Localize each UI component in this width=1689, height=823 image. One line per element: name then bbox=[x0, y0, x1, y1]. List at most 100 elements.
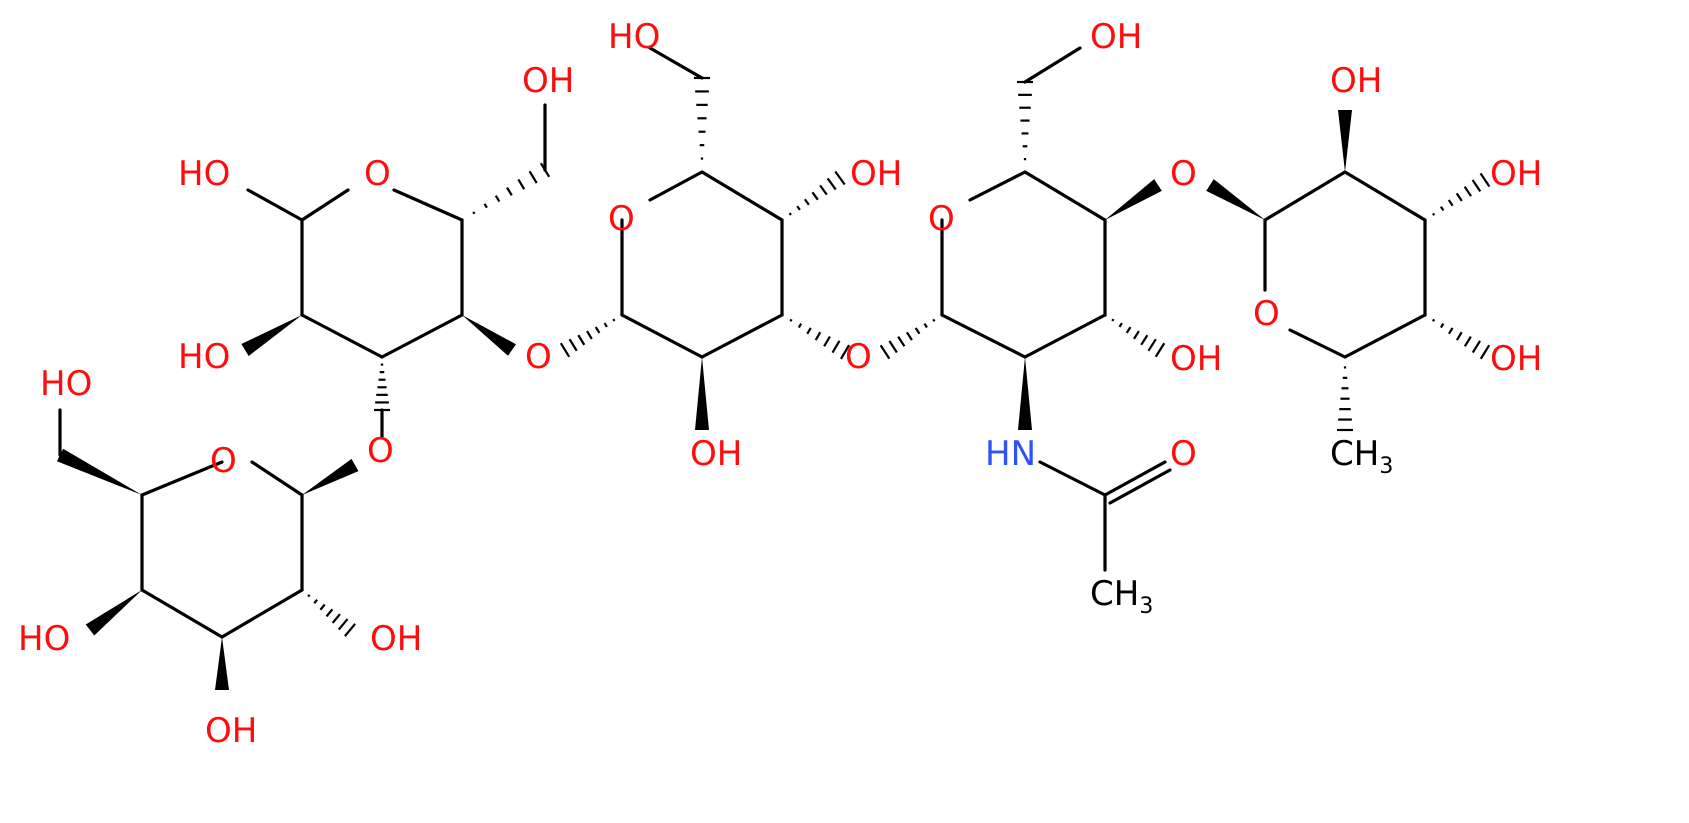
ring-oxygen-label: O bbox=[210, 441, 237, 481]
hash-bond bbox=[494, 195, 501, 203]
single-bond bbox=[300, 313, 384, 359]
hash-bond bbox=[840, 344, 850, 360]
hash-bond bbox=[789, 318, 793, 322]
carbonyl-oxygen-label: O bbox=[1170, 434, 1197, 474]
hash-bond bbox=[814, 331, 822, 341]
single-bond bbox=[1263, 170, 1347, 222]
hash-bond bbox=[819, 184, 828, 196]
hash-bond bbox=[788, 212, 792, 216]
single-bond bbox=[1038, 460, 1107, 497]
hash-bond bbox=[1125, 326, 1132, 334]
hash-bond bbox=[472, 211, 476, 215]
single-bond bbox=[648, 170, 704, 202]
single-bond bbox=[220, 588, 304, 639]
hash-bond bbox=[831, 340, 841, 354]
hydroxyl-label: HO bbox=[178, 154, 230, 194]
hash-bond bbox=[1118, 322, 1123, 328]
wedge-bond bbox=[56, 448, 143, 495]
wedge-bond bbox=[462, 315, 517, 356]
single-bond bbox=[620, 313, 704, 359]
single-bond bbox=[300, 188, 350, 222]
hydroxyl-label: OH bbox=[1330, 61, 1382, 101]
bridge-oxygen-label: O bbox=[525, 337, 552, 377]
ring-oxygen-label: O bbox=[364, 154, 391, 194]
methyl-label: CH3 bbox=[1330, 434, 1393, 479]
single-bond bbox=[1023, 170, 1107, 222]
hash-bond bbox=[914, 327, 921, 335]
hash-bond bbox=[823, 335, 831, 347]
hydroxyl-label: OH bbox=[1170, 339, 1222, 379]
hash-bond bbox=[307, 594, 311, 598]
wedge-bond bbox=[302, 458, 359, 495]
hash-bond bbox=[797, 323, 803, 329]
hash-bond bbox=[1479, 344, 1491, 360]
ring-oxygen-label: O bbox=[1253, 294, 1280, 334]
single-bond bbox=[1108, 468, 1172, 505]
single-bond bbox=[940, 313, 1027, 359]
wedge-bond bbox=[241, 315, 302, 356]
hash-bond bbox=[879, 344, 891, 360]
single-bond bbox=[968, 170, 1027, 202]
hydroxyl-label: HO bbox=[608, 17, 660, 57]
hash-bond bbox=[568, 338, 578, 352]
wedge-bond bbox=[1018, 357, 1032, 430]
hash-bond bbox=[888, 340, 898, 354]
ring-oxygen-label: O bbox=[928, 199, 955, 239]
hydroxyl-label: OH bbox=[370, 619, 422, 659]
single-bond bbox=[380, 313, 464, 359]
hash-bond bbox=[313, 598, 319, 604]
hash-bond bbox=[1111, 318, 1115, 322]
hydroxyl-label: OH bbox=[850, 154, 902, 194]
bridge-oxygen-label: O bbox=[845, 337, 872, 377]
hydroxyl-label: OH bbox=[1490, 154, 1542, 194]
hydroxyl-label: OH bbox=[205, 711, 257, 751]
single-bond bbox=[246, 188, 304, 222]
atom-label-layer: HO O HO OH OH OH O HO HO O O HO O OH OH … bbox=[18, 17, 1542, 751]
hash-bond bbox=[803, 198, 810, 206]
hash-bond bbox=[1463, 335, 1472, 347]
bridge-oxygen-label: O bbox=[367, 431, 394, 471]
wedge-bond bbox=[1206, 179, 1265, 220]
hash-bond bbox=[1471, 340, 1481, 354]
hash-bond bbox=[1471, 179, 1482, 193]
hash-bond bbox=[923, 323, 928, 329]
hash-bond bbox=[1432, 212, 1436, 216]
hash-bond bbox=[559, 342, 571, 358]
hydroxyl-label: OH bbox=[522, 61, 574, 101]
wedge-bond bbox=[85, 590, 142, 636]
hash-bond bbox=[897, 336, 906, 347]
hash-bond bbox=[1447, 327, 1454, 335]
wedge-bond bbox=[1105, 179, 1162, 220]
hash-bond bbox=[1140, 334, 1149, 346]
wedge-bond bbox=[215, 637, 229, 690]
single-bond bbox=[1103, 460, 1167, 497]
single-bond bbox=[140, 588, 224, 639]
hash-bond bbox=[796, 205, 801, 211]
hash-bond bbox=[1463, 186, 1472, 197]
bond-layer bbox=[56, 46, 1491, 690]
single-bond bbox=[1288, 328, 1347, 359]
hash-bond bbox=[517, 178, 526, 190]
hash-bond bbox=[1455, 192, 1463, 202]
single-bond bbox=[1023, 46, 1082, 84]
amine-label: HN bbox=[985, 434, 1036, 474]
hash-bond bbox=[528, 170, 538, 184]
hash-bond bbox=[612, 318, 616, 322]
hash-bond bbox=[1455, 331, 1463, 341]
hydroxyl-label: HO bbox=[178, 337, 230, 377]
hash-bond bbox=[594, 326, 601, 334]
single-bond bbox=[392, 188, 464, 222]
hash-bond bbox=[331, 613, 341, 624]
hash-bond bbox=[906, 331, 913, 341]
hash-bond bbox=[834, 170, 846, 186]
single-bond bbox=[648, 46, 704, 80]
hash-bond bbox=[1133, 330, 1140, 340]
hash-bond bbox=[506, 186, 513, 196]
hash-bond bbox=[826, 177, 837, 191]
hash-bond bbox=[811, 191, 819, 201]
wedge-bond bbox=[1338, 110, 1352, 172]
hash-bond bbox=[344, 623, 356, 637]
hash-bond bbox=[1439, 206, 1445, 212]
single-bond bbox=[140, 460, 224, 497]
